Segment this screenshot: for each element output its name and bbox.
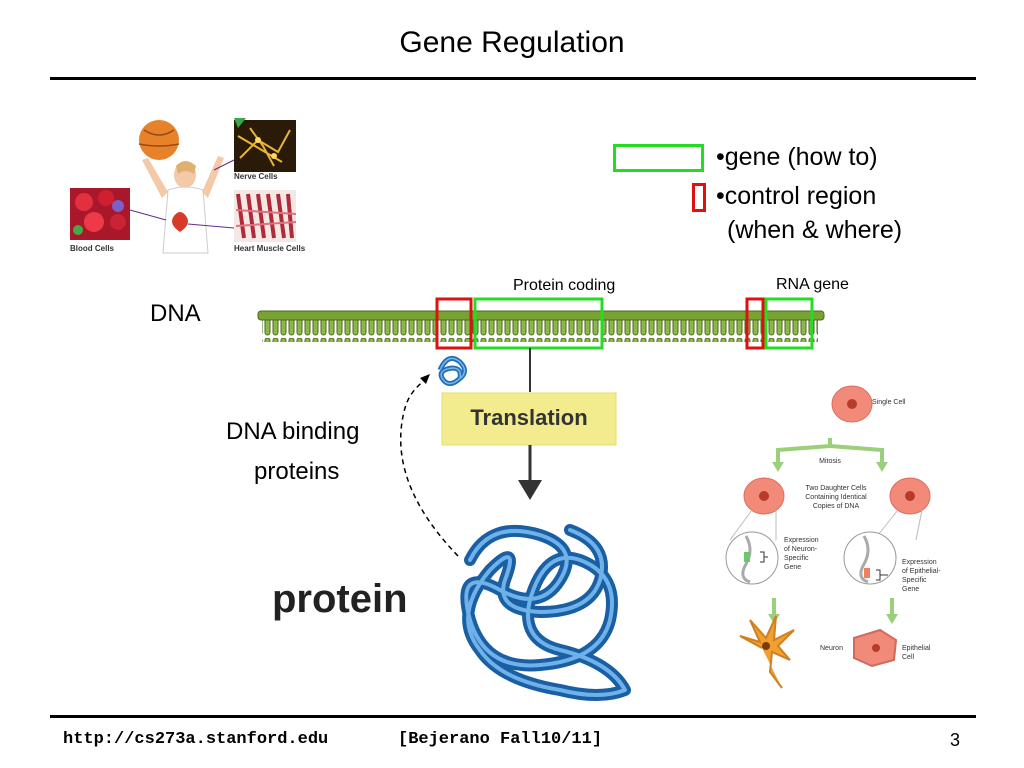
basketball (139, 120, 179, 160)
title-divider (50, 77, 976, 80)
heart-icon (172, 212, 188, 232)
epi-expr-1: Expression (902, 559, 937, 566)
legend-control-box (692, 183, 706, 212)
control-region-box-1 (435, 297, 473, 350)
daughter-caption-1: Two Daughter Cells (805, 485, 867, 492)
blood-cells-caption: Blood Cells (70, 244, 115, 253)
legend-control-label: •control region (716, 182, 877, 210)
athlete-arm-left (142, 158, 168, 198)
page-number: 3 (950, 730, 961, 750)
legend-gene-label: •gene (how to) (716, 143, 878, 171)
neuron-icon (739, 615, 795, 689)
control-region-box-2 (745, 297, 765, 350)
protein-coding-gene-box (473, 297, 604, 350)
proteins-label: proteins (254, 458, 340, 485)
folded-protein-illustration (460, 524, 631, 701)
neuron-expr-4: Gene (784, 564, 801, 571)
daughter-caption-2: Containing Identical (805, 494, 867, 501)
dna-backbone (257, 310, 825, 321)
epi-expr-4: Gene (902, 586, 919, 593)
neuron-expr-3: Specific (784, 555, 809, 562)
legend-control-sublabel: (when & where) (727, 216, 903, 244)
footer-divider (50, 715, 976, 718)
heart-muscle-caption: Heart Muscle Cells (234, 244, 306, 253)
cell-differentiation-diagram: Single Cell Mitosis Two Daughter Cells C… (725, 385, 941, 689)
mitosis-arrows (776, 438, 884, 464)
footer-url: http://cs273a.stanford.edu (63, 730, 329, 749)
protein-word: protein (272, 577, 408, 621)
basketball-lines (138, 129, 180, 147)
dna-binding-protein-icon (437, 355, 467, 386)
neuron-zoom-circle (725, 531, 779, 585)
epi-expr-3: Specific (902, 577, 927, 584)
neuron-expr-1: Expression (784, 537, 819, 544)
slide-title: Gene Regulation (399, 26, 625, 59)
rna-gene-box (764, 297, 814, 350)
epithelial-zoom-circle (843, 531, 897, 585)
epithelial-caption-1: Epithelial (902, 645, 931, 652)
epi-expr-2: of Epithelial- (902, 568, 941, 575)
footer-course: [Bejerano Fall10/11] (398, 730, 603, 749)
cell-types-illustration: Nerve Cells Blood Cells Heart Muscle Cel… (70, 118, 306, 254)
daughter-caption-3: Copies of DNA (813, 503, 860, 510)
binding-dashed-arrow (399, 377, 459, 557)
neuron-expr-2: of Neuron- (784, 546, 818, 553)
dna-binding-label: DNA binding (226, 418, 360, 445)
legend-gene-box (613, 144, 704, 172)
translation-label: Translation (470, 405, 587, 430)
nerve-cells-panel (234, 120, 296, 172)
single-cell-caption: Single Cell (872, 399, 906, 406)
mitosis-caption: Mitosis (819, 458, 841, 465)
athlete-arm-right (202, 156, 224, 198)
rna-gene-label: RNA gene (776, 276, 849, 293)
translation-arrow-head (518, 480, 542, 500)
nerve-cells-caption: Nerve Cells (234, 172, 278, 181)
neuron-caption: Neuron (820, 645, 843, 652)
epithelial-caption-2: Cell (902, 654, 915, 661)
dna-bases (262, 318, 818, 342)
dna-label: DNA (150, 300, 201, 327)
athlete-hair (176, 161, 196, 174)
protein-coding-label: Protein coding (513, 277, 616, 294)
